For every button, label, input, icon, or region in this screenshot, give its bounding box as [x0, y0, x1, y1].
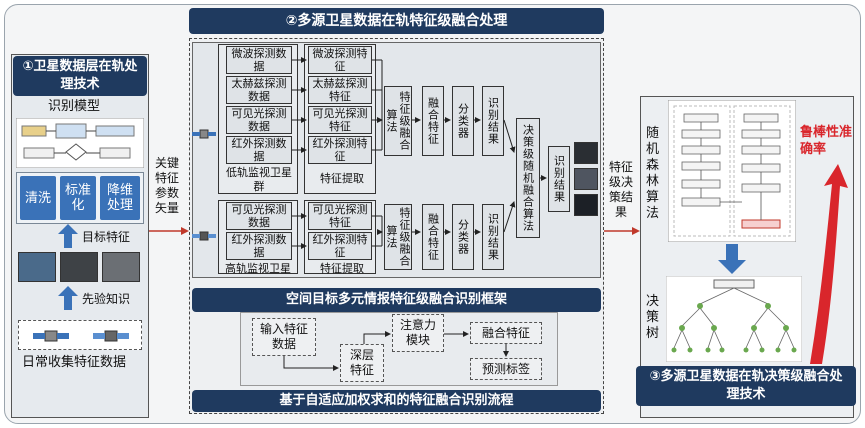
leo-fusion-algo: 特征级融合算法 — [384, 86, 412, 156]
leo-infrared-feature: 红外探测特征 — [308, 136, 372, 164]
model-label: 识别模型 — [48, 99, 101, 114]
flow-attention-module: 注意力模块 — [392, 314, 444, 352]
panel-2-title: ②多源卫星数据在轨特征级融合处理 — [189, 8, 604, 34]
satellite-1-icon — [33, 330, 69, 342]
flow-title: 基于自适应加权求和的特征融合识别流程 — [192, 390, 601, 412]
normalize-block: 标准化 — [60, 176, 96, 220]
decision-result-label: 特征级决策结果 — [606, 160, 636, 220]
satellite-2-icon — [93, 330, 129, 342]
leo-terahertz-feature: 太赫兹探测特征 — [308, 76, 372, 104]
decision-tree-diagram — [666, 276, 802, 362]
heo-classifier: 分类器 — [452, 204, 474, 270]
feature-extraction-label: 特征提取 — [320, 172, 364, 185]
key-features-label: 关键特征参数矢量 — [150, 156, 184, 216]
feature-image-1 — [18, 252, 56, 282]
feature-image-3 — [102, 252, 140, 282]
leo-recognition-result: 识别结果 — [482, 86, 504, 156]
heo-infrared-feature: 红外探测特征 — [308, 232, 372, 260]
flow-input-features: 输入特征数据 — [252, 318, 316, 356]
arrow-to-panel3-icon — [604, 227, 640, 235]
panel-1-title: ①卫星数据层在轨处理技术 — [13, 56, 147, 96]
robustness-label: 鲁棒性准确率 — [800, 124, 852, 158]
leo-fusion-feature: 融合特征 — [422, 86, 444, 156]
pipeline-arrows — [292, 57, 547, 249]
decision-tree-label: 决策树 — [646, 294, 662, 342]
panel-1-title-text: ①卫星数据层在轨处理技术 — [22, 59, 138, 92]
leo-infrared-data: 红外探测数据 — [226, 136, 292, 164]
heo-fusion-feature: 融合特征 — [422, 204, 444, 270]
flow-predict-label: 预测标签 — [470, 358, 542, 380]
result-image-1 — [574, 142, 598, 164]
final-recognition-result: 识别结果 — [548, 146, 570, 212]
normalize-text: 标准化 — [64, 183, 91, 213]
clean-block: 清洗 — [20, 176, 56, 220]
decision-tree-text: 决策树 — [646, 294, 660, 341]
result-image-3 — [574, 194, 598, 216]
heo-visible-data: 可见光探测数据 — [226, 202, 292, 230]
leo-classifier: 分类器 — [452, 86, 474, 156]
heo-satellite-icon — [192, 231, 216, 241]
model-thumbnail — [16, 118, 144, 168]
random-forest-text: 随机森林算法 — [646, 126, 660, 221]
leo-visible-data: 可见光探测数据 — [226, 106, 292, 134]
robustness-arrow-icon — [810, 164, 848, 364]
flow-title-text: 基于自适应加权求和的特征融合识别流程 — [279, 393, 514, 408]
heo-fusion-algo: 特征级融合算法 — [384, 204, 412, 270]
random-forest-label: 随机森林算法 — [646, 126, 662, 222]
robustness-text: 鲁棒性准确率 — [800, 125, 853, 157]
heo-recognition-result: 识别结果 — [482, 204, 504, 270]
framework-title-text: 空间目标多元情报特征级融合识别框架 — [285, 292, 507, 307]
leo-satellite-icon — [192, 129, 216, 139]
leo-microwave-data: 微波探测数据 — [226, 46, 292, 74]
decision-result-text: 特征级决策结果 — [608, 160, 633, 219]
feature-image-2 — [60, 252, 98, 282]
target-feature-label: 目标特征 — [82, 230, 131, 244]
dim-reduce-block: 降维处理 — [100, 176, 140, 220]
heo-infrared-data: 红外探测数据 — [226, 232, 292, 260]
panel-3-title-text: ③多源卫星数据在轨决策级融合处理技术 — [649, 369, 843, 402]
heo-visible-feature: 可见光探测特征 — [308, 202, 372, 230]
down-arrow-icon — [718, 244, 746, 274]
leo-terahertz-data: 太赫兹探测数据 — [226, 76, 292, 104]
up-arrow-2-icon — [58, 286, 78, 310]
flow-fused-features: 融合特征 — [470, 322, 542, 344]
panel-2-title-text: ②多源卫星数据在轨特征级融合处理 — [285, 13, 508, 29]
panel-3-title: ③多源卫星数据在轨决策级融合处理技术 — [636, 366, 856, 406]
arrow-to-panel2-icon — [149, 227, 189, 235]
leo-group-label: 低轨监视卫星群 — [226, 166, 292, 193]
random-forest-flowchart — [668, 100, 796, 242]
heo-group-label: 高轨监视卫星 — [225, 262, 291, 275]
daily-collection-label: 日常收集特征数据 — [22, 355, 127, 370]
satellite-images — [18, 320, 142, 350]
framework-title: 空间目标多元情报特征级融合识别框架 — [192, 288, 601, 312]
key-features-text: 关键特征参数矢量 — [154, 156, 179, 215]
flow-arrows — [283, 331, 509, 371]
panel-1 — [11, 54, 149, 418]
flow-deep-features: 深层特征 — [340, 344, 384, 382]
decision-fusion-algo: 决策级随机融合算法 — [516, 118, 540, 238]
up-arrow-1-icon — [58, 224, 78, 248]
dim-reduce-text: 降维处理 — [106, 183, 133, 213]
result-image-2 — [574, 168, 598, 190]
leo-visible-feature: 可见光探测特征 — [308, 106, 372, 134]
heo-feature-extraction-label: 特征提取 — [320, 262, 364, 275]
prior-knowledge-label: 先验知识 — [82, 292, 131, 306]
leo-microwave-feature: 微波探测特征 — [308, 46, 372, 74]
